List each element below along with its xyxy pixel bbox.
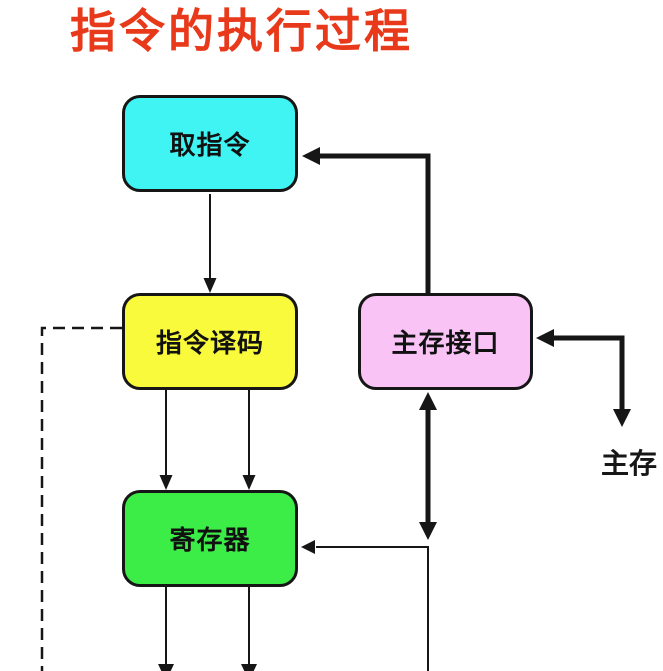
arrowhead-down-icon [203,278,217,293]
node-registers-label: 寄存器 [169,525,251,555]
node-fetch-instruction: 取指令 [122,95,298,192]
arrowhead-down-icon [242,475,256,490]
arrowhead-left-icon [536,329,554,347]
arrowhead-up-icon [419,392,437,410]
arrowhead-left-icon [301,540,315,554]
arrowhead-down-icon [613,409,631,427]
node-instruction-decode: 指令译码 [122,293,298,390]
node-fetch-instruction-label: 取指令 [169,130,251,160]
label-main-memory: 主存 [600,448,657,479]
arrowhead-down-icon [158,664,174,671]
page-title: 指令的执行过程 [70,5,413,57]
arrowhead-down-icon [419,522,437,540]
arrowhead-down-icon [241,664,257,671]
edge-meminterface-mainmemory [549,335,625,412]
arrowhead-left-icon [302,147,320,165]
node-registers: 寄存器 [122,490,298,587]
node-main-memory-interface-label: 主存接口 [391,328,500,358]
edge-decode-dashed [40,326,122,671]
node-instruction-decode-label: 指令译码 [155,328,264,358]
edge-meminterface-to-fetch [318,153,431,293]
edge-bus-to-registers [316,546,429,671]
node-main-memory-interface: 主存接口 [358,293,533,390]
arrowhead-down-icon [159,475,173,490]
